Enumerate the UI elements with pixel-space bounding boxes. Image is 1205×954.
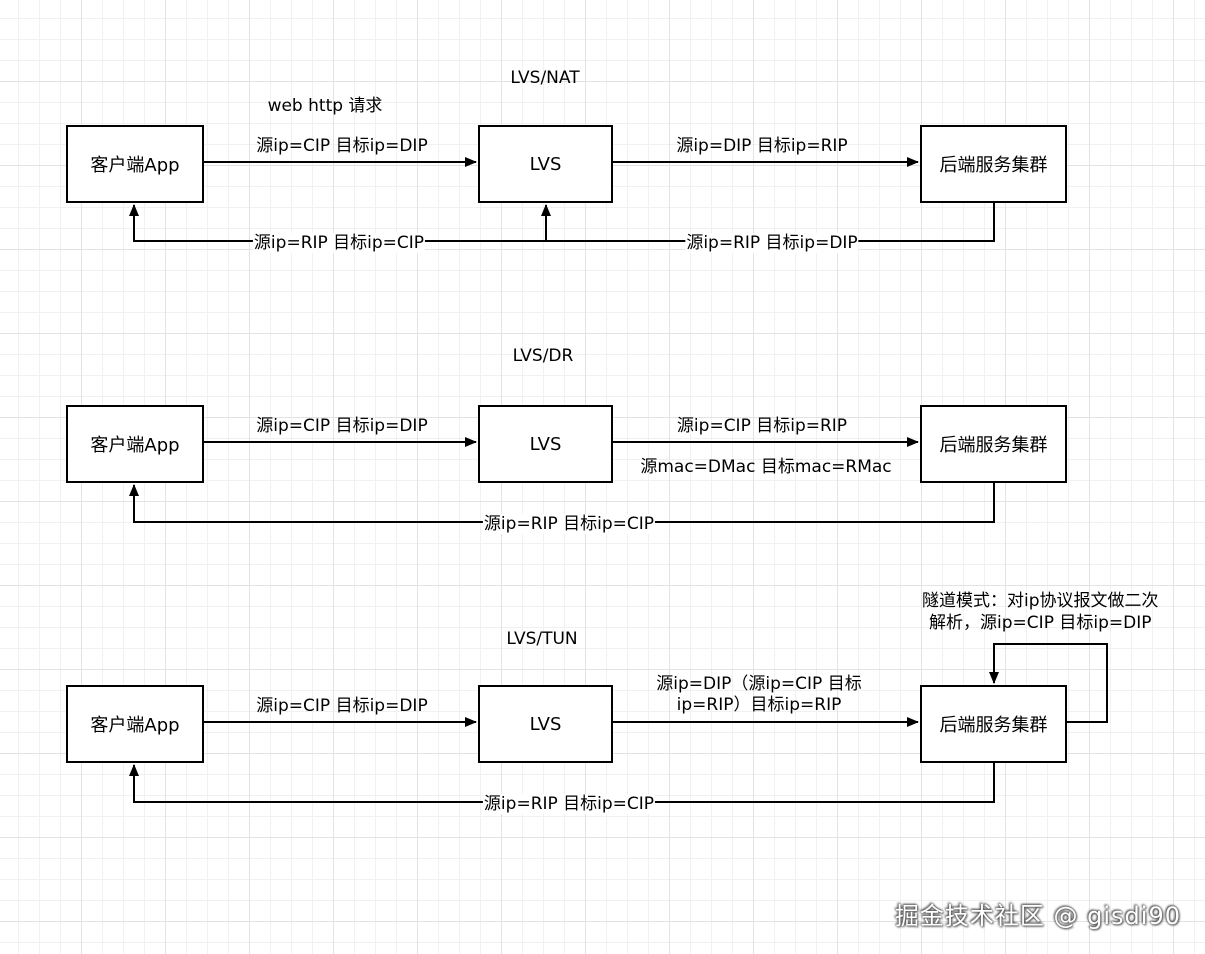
dr-label-lvs-to-backend: 源ip=CIP 目标ip=RIP (676, 416, 848, 436)
dr-lvs-box: LVS (478, 405, 613, 483)
tun-label-client-to-lvs: 源ip=CIP 目标ip=DIP (256, 696, 428, 716)
nat-label-lvs-to-backend: 源ip=DIP 目标ip=RIP (676, 136, 848, 156)
nat-label-lvs-to-client: 源ip=RIP 目标ip=CIP (252, 233, 426, 253)
tun-tunnel-note: 隧道模式：对ip协议报文做二次 解析，源ip=CIP 目标ip=DIP (922, 590, 1159, 634)
tun-label-backend-to-client: 源ip=RIP 目标ip=CIP (482, 794, 656, 814)
nat-request-note: web http 请求 (267, 96, 383, 116)
watermark: 掘金技术社区 @ gisdi90 (894, 902, 1181, 930)
dr-title: LVS/DR (512, 346, 574, 366)
tun-backend-box: 后端服务集群 (920, 685, 1067, 763)
dr-backend-box: 后端服务集群 (920, 405, 1067, 483)
nat-lvs-box: LVS (478, 125, 613, 203)
tun-title: LVS/TUN (506, 629, 578, 649)
tun-lvs-box: LVS (478, 685, 613, 763)
tun-label-lvs-to-backend-line2: ip=RIP）目标ip=RIP (676, 695, 842, 715)
nat-label-client-to-lvs: 源ip=CIP 目标ip=DIP (256, 136, 428, 156)
nat-title: LVS/NAT (510, 68, 580, 88)
dr-label-mac: 源mac=DMac 目标mac=RMac (640, 457, 892, 477)
tun-arrow-self-loop (989, 643, 1108, 723)
nat-client-box: 客户端App (66, 125, 204, 203)
dr-label-backend-to-client: 源ip=RIP 目标ip=CIP (482, 514, 656, 534)
tun-client-box: 客户端App (66, 685, 204, 763)
nat-label-backend-to-lvs: 源ip=RIP 目标ip=DIP (685, 233, 859, 253)
tun-label-lvs-to-backend-line1: 源ip=DIP（源ip=CIP 目标 (656, 674, 862, 694)
dr-label-client-to-lvs: 源ip=CIP 目标ip=DIP (256, 416, 428, 436)
tun-tunnel-note-line1: 隧道模式：对ip协议报文做二次 (922, 591, 1159, 611)
dr-client-box: 客户端App (66, 405, 204, 483)
tun-tunnel-note-line2: 解析，源ip=CIP 目标ip=DIP (929, 613, 1152, 633)
nat-backend-box: 后端服务集群 (920, 125, 1067, 203)
